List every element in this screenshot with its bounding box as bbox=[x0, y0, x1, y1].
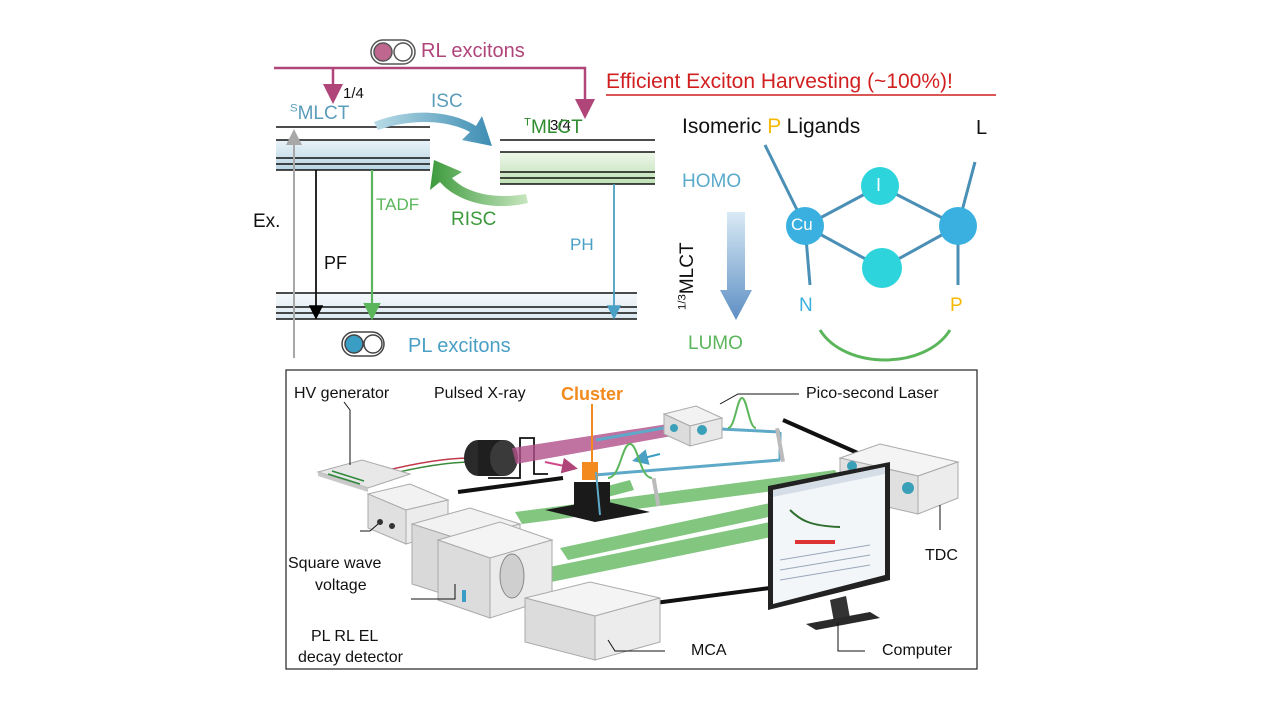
singlet-band bbox=[276, 126, 430, 171]
mca-device bbox=[524, 581, 661, 661]
cables bbox=[457, 418, 861, 605]
detector-label-line2: decay detector bbox=[298, 649, 403, 666]
cu-atom-label: Cu bbox=[791, 215, 813, 234]
cluster-label: Cluster bbox=[561, 384, 624, 404]
triplet-band bbox=[500, 139, 655, 185]
pl-exciton-electron-icon bbox=[363, 334, 383, 354]
homo-label: HOMO bbox=[682, 171, 742, 192]
triplet-fraction-label: 3/4 bbox=[550, 117, 571, 134]
rl-exciton-electron-icon bbox=[393, 42, 413, 62]
cluster-sample bbox=[545, 404, 653, 522]
l-ligand-label: L bbox=[976, 117, 988, 139]
ligand-diagram bbox=[720, 144, 977, 362]
rl-branch-line bbox=[274, 66, 595, 119]
rl-excitons-label: RL excitons bbox=[421, 40, 525, 62]
computer-label: Computer bbox=[882, 642, 953, 659]
singlet-fraction-label: 1/4 bbox=[343, 85, 364, 102]
picosecond-laser-device bbox=[662, 396, 757, 447]
p-atom-label: P bbox=[950, 295, 963, 316]
isomeric-ligands-label: Isomeric P Ligands bbox=[682, 115, 861, 138]
homo-lumo-arrow-icon bbox=[720, 212, 752, 320]
iodine-atom-top-icon bbox=[861, 167, 899, 205]
square-wave-label-line1: Square wave bbox=[288, 555, 382, 572]
detector-label-line1: PL RL EL bbox=[311, 628, 379, 645]
ground-band bbox=[276, 292, 637, 320]
setup-panel bbox=[285, 369, 978, 670]
cu-atom-right-icon bbox=[939, 207, 977, 245]
singlet-state-label: SMLCT bbox=[290, 102, 350, 124]
computer-monitor bbox=[768, 462, 890, 630]
energy-level-diagram bbox=[274, 39, 996, 358]
ph-label: PH bbox=[570, 235, 594, 254]
headline: Efficient Exciton Harvesting (~100%)! bbox=[606, 70, 953, 93]
pl-excitons-label: PL excitons bbox=[408, 335, 511, 357]
rl-exciton-hole-icon bbox=[373, 42, 393, 62]
hv-generator-label: HV generator bbox=[294, 385, 390, 402]
pico-laser-label: Pico-second Laser bbox=[806, 385, 939, 402]
risc-label: RISC bbox=[451, 209, 497, 230]
excitation-label: Ex. bbox=[253, 211, 281, 232]
pl-exciton-hole-icon bbox=[344, 334, 364, 354]
mlct-transition-label: 1/3MLCT bbox=[676, 242, 698, 310]
isc-arrow-icon bbox=[374, 112, 492, 146]
ligand-backbone-arc bbox=[818, 329, 952, 362]
hv-generator-device bbox=[316, 459, 412, 492]
square-wave-label-line2: voltage bbox=[315, 577, 367, 594]
tdc-label: TDC bbox=[925, 547, 958, 564]
iodine-atom-bottom-icon bbox=[862, 248, 902, 288]
tadf-label: TADF bbox=[376, 195, 420, 214]
lumo-label: LUMO bbox=[688, 333, 743, 354]
pulsed-xray-tube bbox=[464, 437, 548, 479]
cu-atom-icon bbox=[786, 207, 824, 245]
n-atom-label: N bbox=[799, 295, 813, 316]
pf-label: PF bbox=[324, 253, 348, 273]
risc-arrow-icon bbox=[430, 160, 528, 207]
mca-label: MCA bbox=[691, 642, 727, 659]
iodine-atom-label: I bbox=[876, 175, 882, 195]
triplet-state-label: TMLCT bbox=[524, 116, 583, 138]
isc-label: ISC bbox=[431, 91, 463, 112]
leader-lines bbox=[343, 393, 941, 652]
pulsed-xray-label: Pulsed X-ray bbox=[434, 385, 526, 402]
